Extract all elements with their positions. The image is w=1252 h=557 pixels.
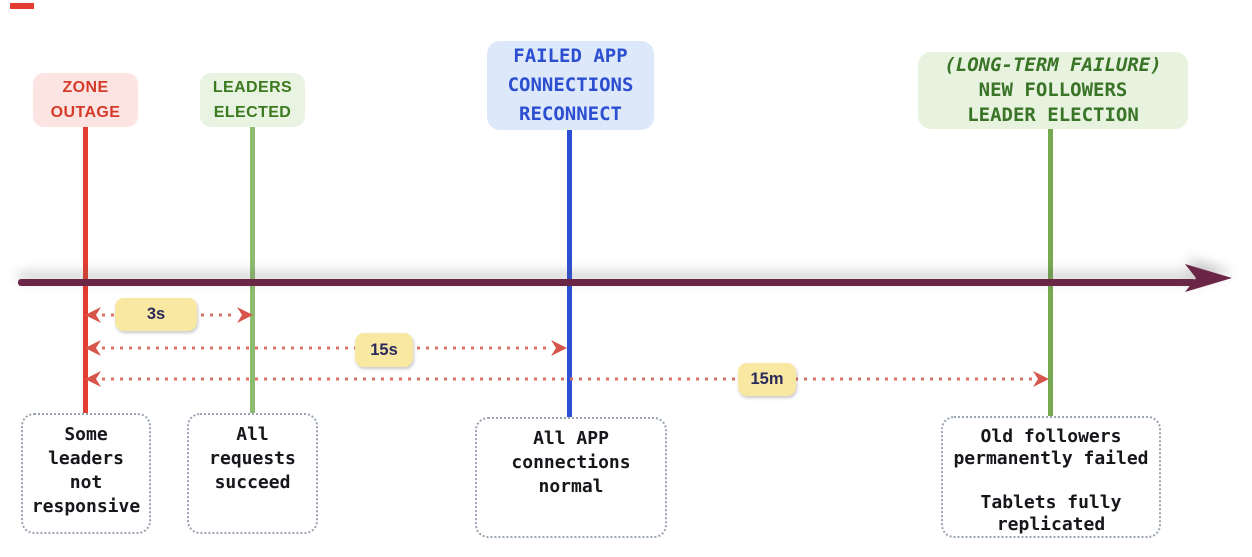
badge-text: FAILED APP (513, 45, 628, 67)
note-text: succeed (214, 472, 291, 493)
note-old-followers: Old followers permanently failed Tablets… (941, 416, 1161, 538)
timeline-axis-line (18, 279, 1196, 286)
badge-text: RECONNECT (519, 103, 622, 125)
duration-chip-15s: 15s (355, 333, 413, 367)
note-text: requests (209, 448, 296, 469)
note-text: responsive (31, 496, 141, 517)
note-app-connections: All APP connections normal (475, 417, 667, 538)
note-text: connections (511, 452, 631, 473)
badge-text: LEADER ELECTION (967, 104, 1139, 126)
badge-failed-app-connections-reconnect: FAILED APP CONNECTIONS RECONNECT (487, 41, 654, 130)
note-text: not (69, 472, 103, 493)
note-text: All (236, 424, 269, 445)
timeline-arrowhead-icon (1185, 264, 1232, 292)
badge-text: LEADERS (212, 79, 293, 96)
note-text: All APP (533, 428, 609, 449)
duration-arrow-15m (85, 371, 1049, 387)
note-leaders-elected: All requests succeed (187, 413, 318, 534)
badge-text: ZONE (62, 79, 109, 96)
badge-text: ELECTED (213, 104, 292, 121)
duration-arrow-15s (85, 340, 567, 356)
badge-zone-outage: ZONE OUTAGE (33, 73, 138, 127)
badge-text: NEW FOLLOWERS (978, 79, 1128, 101)
note-text: Old followers (980, 426, 1122, 447)
note-text: Some (64, 424, 108, 445)
duration-arrow-3s (85, 307, 253, 323)
note-text: normal (538, 476, 604, 497)
badge-text: OUTAGE (50, 104, 121, 121)
note-text: permanently failed (953, 448, 1149, 469)
note-text: Tablets fully (980, 492, 1122, 513)
duration-chip-3s: 3s (115, 298, 197, 331)
badge-new-followers-leader-election: (LONG-TERM FAILURE) NEW FOLLOWERS LEADER… (918, 52, 1188, 129)
badge-leaders-elected: LEADERS ELECTED (200, 73, 305, 127)
note-text (1046, 470, 1057, 492)
event-line-zone-outage (83, 127, 88, 414)
event-line-app-reconnect (567, 130, 572, 417)
badge-text: CONNECTIONS (507, 74, 634, 96)
duration-chip-15m: 15m (738, 363, 796, 396)
note-zone-outage: Some leaders not responsive (21, 413, 151, 534)
badge-text: (LONG-TERM FAILURE) (944, 54, 1162, 76)
event-line-new-followers (1048, 129, 1053, 416)
event-line-leaders-elected (250, 127, 255, 414)
note-text: leaders (48, 448, 124, 469)
stray-red-mark (10, 3, 34, 9)
note-text: replicated (996, 514, 1106, 535)
